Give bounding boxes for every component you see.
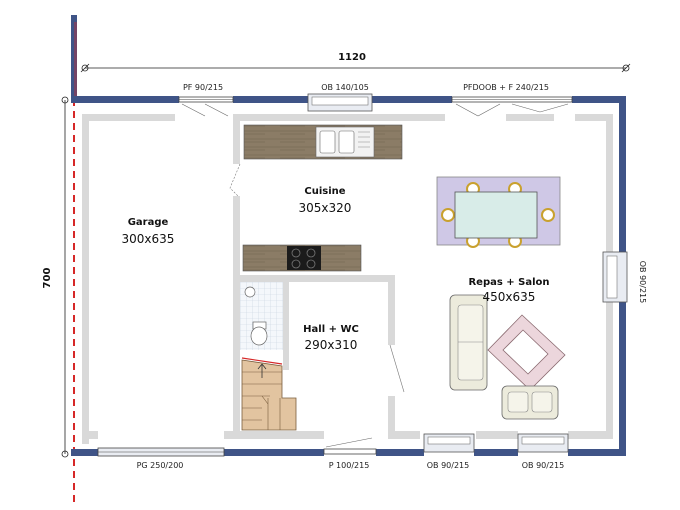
dimension-depth: 700 [42,96,69,458]
room-name-garage: Garage [128,217,169,228]
label-right-side: OB 90/215 [638,261,647,303]
window-bottom-1 [423,433,475,453]
room-name-hall: Hall + WC [303,324,359,335]
room-name-kitchen: Cuisine [304,186,345,197]
room-size-living: 450x635 [483,290,536,304]
sofa-left [449,294,488,391]
depth-label: 700 [42,268,53,289]
label-top-right: PFDOOB + F 240/215 [463,83,549,92]
label-bottom-window-2: OB 90/215 [522,461,564,470]
label-bottom-garage: PG 250/200 [137,461,184,470]
exterior-walls [71,15,626,456]
staircase [241,357,297,431]
room-size-hall: 290x310 [305,338,358,352]
wc-area [240,282,283,350]
dimension-width: 1120 [80,52,631,73]
label-bottom-window-1: OB 90/215 [427,461,469,470]
living-rug [487,314,566,391]
entrance-door [323,437,377,455]
window-top-right [451,96,573,117]
kitchen-door-swing [229,163,241,197]
kitchen-counter-top [243,124,403,160]
label-top-middle: OB 140/105 [321,83,369,92]
window-top-middle [307,93,373,112]
label-top-left: PF 90/215 [183,83,223,92]
kitchen-counter-hob [242,244,362,272]
room-size-kitchen: 305x320 [299,201,352,215]
window-right [602,251,628,303]
hall-door-swing [389,344,405,393]
interior-walls [82,114,613,444]
garage-door [97,447,225,457]
window-bottom-2 [517,433,569,453]
armchair [501,385,559,420]
width-label: 1120 [338,52,366,63]
room-size-garage: 300x635 [122,232,175,246]
label-bottom-door: P 100/215 [329,461,370,470]
room-name-living: Repas + Salon [468,277,549,288]
dining-table [436,176,561,248]
window-top-left [178,96,234,117]
